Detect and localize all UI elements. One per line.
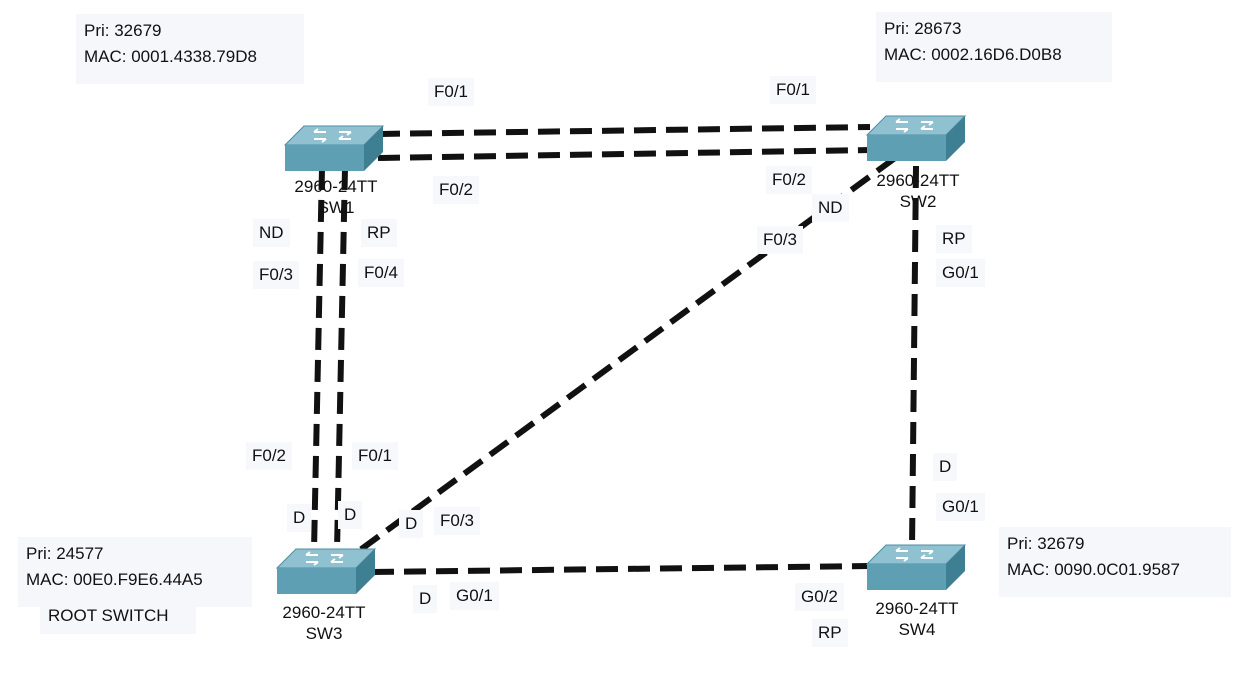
port-role-label: RP <box>361 219 397 247</box>
link-sw3-sw4[interactable] <box>371 563 869 575</box>
port-label: G0/1 <box>450 582 499 610</box>
port-label: F0/4 <box>358 259 405 287</box>
sw4-mac: MAC: 0090.0C01.9587 <box>1007 560 1180 579</box>
sw2-priority: Pri: 28673 <box>884 19 962 38</box>
sw4-model: 2960-24TT <box>875 599 959 618</box>
sw4-info-box: Pri: 32679 MAC: 0090.0C01.9587 <box>999 527 1231 597</box>
port-role-label: D <box>413 585 438 613</box>
link-sw1-sw2-b[interactable] <box>377 147 871 161</box>
switch-icon[interactable] <box>866 115 966 163</box>
sw3-model: 2960-24TT <box>282 603 366 622</box>
sw2-info-box: Pri: 28673 MAC: 0002.16D6.D0B8 <box>876 12 1112 82</box>
port-role-label: RP <box>812 619 848 647</box>
sw3-device-name: 2960-24TT SW3 <box>264 602 384 644</box>
sw1-mac: MAC: 0001.4338.79D8 <box>84 47 257 66</box>
root-switch-label: ROOT SWITCH <box>48 606 169 625</box>
port-role-label: ND <box>812 194 849 222</box>
link-sw1-sw3-a[interactable] <box>311 167 325 551</box>
port-label: G0/1 <box>936 493 985 521</box>
port-label: F0/1 <box>428 78 475 106</box>
switch-icon[interactable] <box>866 544 966 592</box>
sw4-hostname: SW4 <box>898 620 936 639</box>
port-label: G0/1 <box>936 259 985 287</box>
port-role-label: D <box>338 501 363 529</box>
sw1-priority: Pri: 32679 <box>84 21 162 40</box>
sw1-model: 2960-24TT <box>294 177 378 196</box>
port-label: F0/2 <box>246 442 293 470</box>
port-role-label: ND <box>253 219 290 247</box>
sw1-hostname: SW1 <box>317 198 355 217</box>
sw1-device-name: 2960-24TT SW1 <box>276 176 396 218</box>
sw2-hostname: SW2 <box>899 192 937 211</box>
port-role-label: RP <box>936 225 972 253</box>
sw4-device-name: 2960-24TT SW4 <box>857 598 977 640</box>
sw2-mac: MAC: 0002.16D6.D0B8 <box>884 45 1062 64</box>
sw3-hostname: SW3 <box>305 624 343 643</box>
port-label: F0/1 <box>352 442 399 470</box>
port-role-label: D <box>933 453 958 481</box>
sw3-mac: MAC: 00E0.F9E6.44A5 <box>26 570 203 589</box>
port-label: F0/3 <box>253 261 300 289</box>
link-sw2-sw3[interactable] <box>350 155 897 559</box>
port-label: F0/3 <box>757 226 804 254</box>
port-label: F0/1 <box>770 76 817 104</box>
sw2-model: 2960-24TT <box>876 171 960 190</box>
link-sw2-sw4[interactable] <box>909 165 919 550</box>
sw1-info-box: Pri: 32679 MAC: 0001.4338.79D8 <box>76 14 304 84</box>
port-label: F0/3 <box>434 507 481 535</box>
sw3-info-box: Pri: 24577 MAC: 00E0.F9E6.44A5 <box>18 537 252 607</box>
port-role-label: D <box>287 504 312 532</box>
port-label: F0/2 <box>433 176 480 204</box>
link-sw1-sw3-b[interactable] <box>334 167 348 551</box>
port-label: G0/2 <box>795 583 844 611</box>
link-sw1-sw2-a[interactable] <box>377 124 871 137</box>
port-role-label: D <box>399 510 424 538</box>
port-label: F0/2 <box>766 166 813 194</box>
sw3-root-note: ROOT SWITCH <box>40 602 196 634</box>
switch-icon[interactable] <box>284 125 384 173</box>
sw4-priority: Pri: 32679 <box>1007 534 1085 553</box>
sw2-device-name: 2960-24TT SW2 <box>858 170 978 212</box>
switch-icon[interactable] <box>276 548 376 596</box>
sw3-priority: Pri: 24577 <box>26 544 104 563</box>
